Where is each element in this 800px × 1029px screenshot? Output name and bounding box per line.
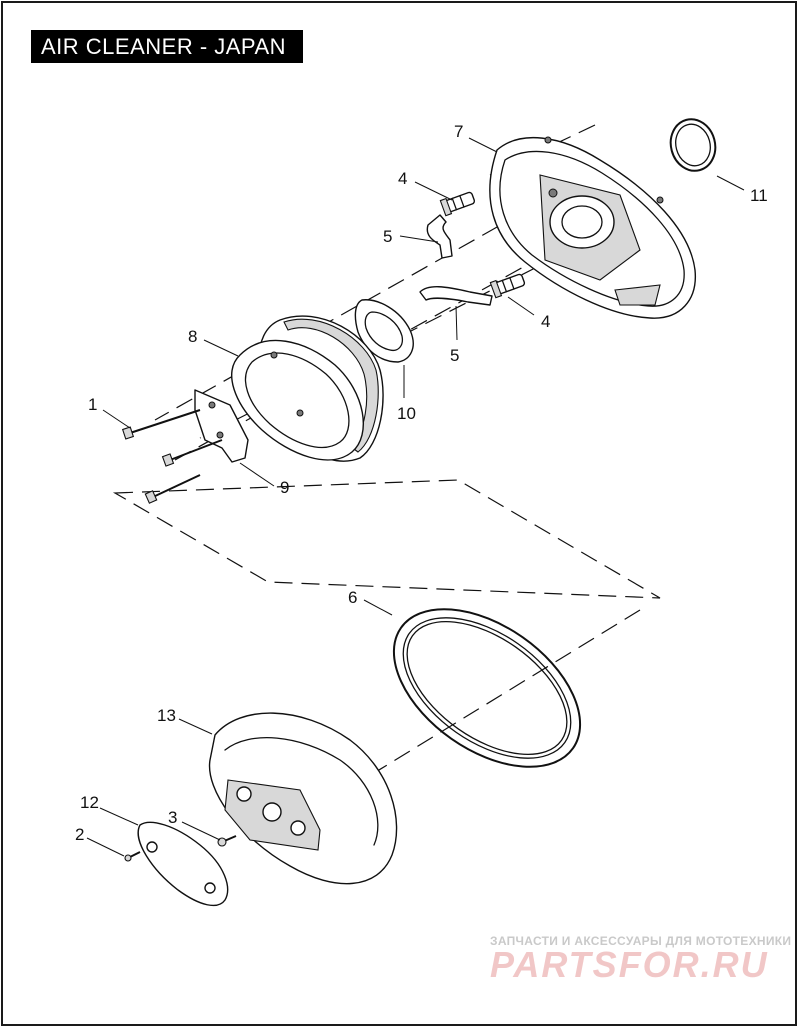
callout-12: 12 <box>80 793 99 812</box>
diagram-title: AIR CLEANER - JAPAN <box>41 34 287 59</box>
part-5-breather-hoses <box>419 214 493 306</box>
callout-7: 7 <box>454 122 463 141</box>
callout-3: 3 <box>168 808 177 827</box>
callout-6: 6 <box>348 588 357 607</box>
title-banner: AIR CLEANER - JAPAN <box>31 30 303 63</box>
callout-4-upper: 4 <box>398 169 407 188</box>
callout-9: 9 <box>280 478 289 497</box>
callout-13: 13 <box>157 706 176 725</box>
callout-8: 8 <box>188 327 197 346</box>
part-12-trim-plate <box>137 821 229 907</box>
callout-5-lower: 5 <box>450 346 459 365</box>
part-6-seal-ring <box>392 608 582 768</box>
callout-1: 1 <box>88 395 97 414</box>
part-11-gasket-ring <box>669 118 717 172</box>
part-7-backplate <box>489 136 696 319</box>
part-9-bracket <box>194 389 249 463</box>
callout-2: 2 <box>75 825 84 844</box>
callout-10: 10 <box>397 404 416 423</box>
callout-5-upper: 5 <box>383 227 392 246</box>
part-8-filter-element <box>231 315 384 462</box>
part-13-cover <box>208 712 398 885</box>
callout-11: 11 <box>750 186 768 205</box>
callout-4-lower: 4 <box>541 312 550 331</box>
leader-lines <box>86 137 745 857</box>
watermark-logo: PARTSFOR.RU <box>490 944 769 985</box>
part-1-screws <box>121 409 223 504</box>
part-4-breather-bolts <box>439 191 526 299</box>
callout-labels: 7 11 4 5 4 5 8 10 1 9 6 13 12 2 3 <box>75 122 768 844</box>
part-10-gasket <box>354 299 414 363</box>
part-2-screw <box>124 851 141 862</box>
watermark-tagline: ЗАПЧАСТИ И АКСЕССУАРЫ ДЛЯ МОТОТЕХНИКИ <box>490 934 792 948</box>
part-3-screw <box>217 835 237 847</box>
